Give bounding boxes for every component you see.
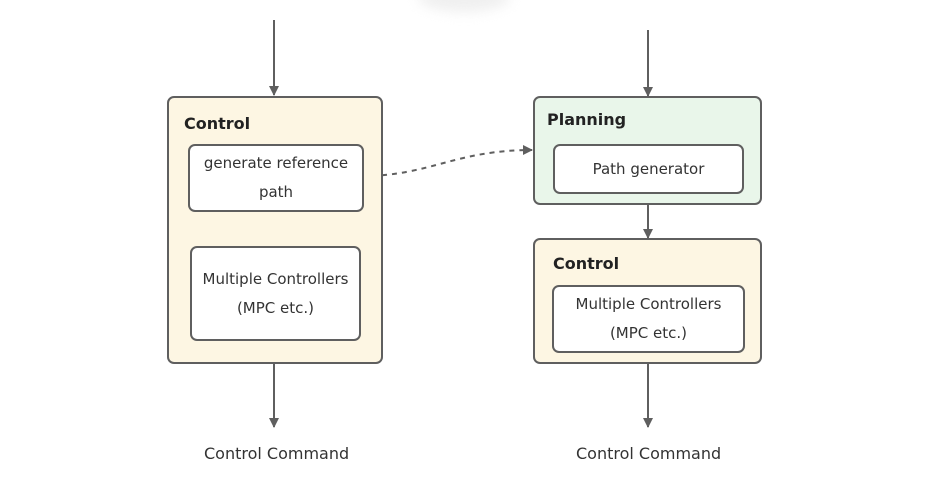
right-controllers-line2: (MPC etc.) bbox=[609, 324, 688, 342]
reference-path-box: generate reference path bbox=[188, 144, 364, 212]
left-controllers-label: Multiple Controllers (MPC etc.) bbox=[203, 265, 349, 323]
left-controllers-line2: (MPC etc.) bbox=[236, 298, 315, 317]
left-controllers-box: Multiple Controllers (MPC etc.) bbox=[190, 246, 361, 341]
reference-path-label: generate reference path bbox=[204, 149, 348, 207]
reference-path-line1: generate reference bbox=[203, 154, 349, 172]
right-controllers-box: Multiple Controllers (MPC etc.) bbox=[552, 285, 745, 353]
reference-path-line2: path bbox=[258, 183, 294, 201]
path-generator-label: Path generator bbox=[592, 159, 705, 178]
planning-box: Planning Path generator bbox=[533, 96, 762, 205]
left-output-label: Control Command bbox=[204, 444, 350, 463]
planning-title: Planning bbox=[547, 110, 627, 129]
right-control-title: Control bbox=[553, 254, 620, 273]
dashed-link-arrow bbox=[361, 145, 533, 177]
left-controllers-line1: Multiple Controllers bbox=[202, 269, 349, 288]
right-control-box: Control Multiple Controllers (MPC etc.) bbox=[533, 238, 762, 364]
right-controllers-label: Multiple Controllers (MPC etc.) bbox=[576, 290, 722, 348]
left-control-box: Control generate reference path Multiple… bbox=[167, 96, 383, 364]
path-generator-box: Path generator bbox=[553, 144, 744, 194]
background-blur bbox=[418, 0, 510, 12]
right-output-label: Control Command bbox=[576, 444, 722, 463]
right-controllers-line1: Multiple Controllers bbox=[575, 295, 722, 313]
left-control-title: Control bbox=[184, 114, 251, 133]
